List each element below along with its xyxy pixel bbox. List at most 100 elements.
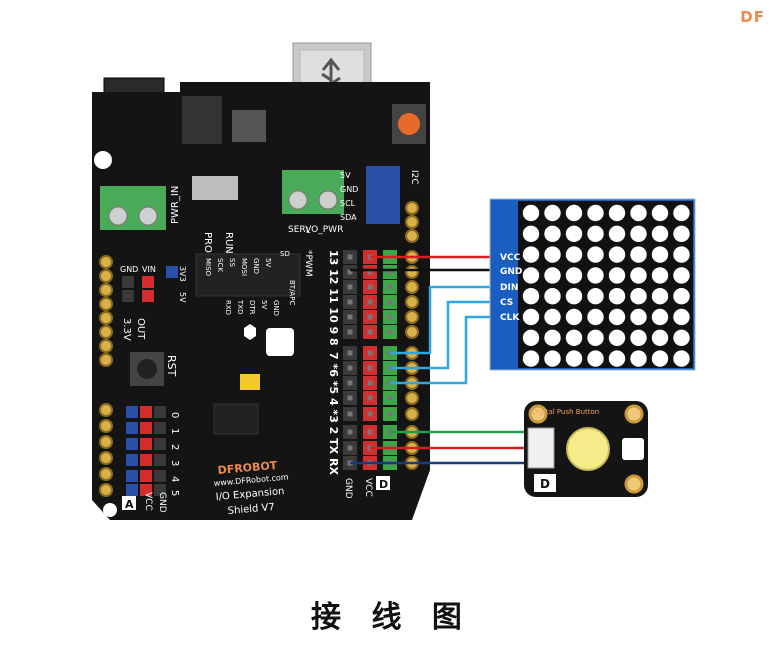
- diagram-caption: 接 线 图: [311, 600, 472, 635]
- spi-label-gnd: GND: [252, 258, 260, 274]
- vcc-pin: [140, 470, 152, 482]
- pin-hole: [367, 395, 373, 401]
- spi-label-miso: MISO: [204, 258, 212, 277]
- spi-header: [195, 253, 301, 297]
- matrix-led: [630, 350, 647, 367]
- analog-label-2: 2: [169, 444, 180, 450]
- matrix-led: [522, 329, 540, 346]
- pin-hole: [347, 365, 353, 371]
- a-label: A: [125, 498, 134, 511]
- matrix-led: [587, 288, 604, 305]
- matrix-led: [565, 204, 583, 222]
- matrix-led: [544, 267, 561, 284]
- edge-pad: [99, 283, 113, 297]
- led-matrix-module: VCC GND DIN CS CLK: [489, 198, 696, 371]
- df-logo-icon: [266, 328, 294, 356]
- edge-pad: [405, 201, 419, 215]
- matrix-led: [522, 204, 540, 222]
- matrix-led: [522, 267, 540, 284]
- terminal-screw: [108, 206, 128, 226]
- d-label: D: [379, 478, 388, 491]
- power-pin: [122, 290, 134, 302]
- matrix-led: [673, 350, 690, 367]
- matrix-led: [651, 225, 669, 242]
- matrix-led: [651, 204, 669, 222]
- edge-pad: [99, 311, 113, 325]
- gnd-pin: [154, 470, 166, 482]
- analog-index-labels: 0 1 2 3 4 5: [169, 412, 180, 496]
- analog-label-0: 0: [169, 412, 180, 418]
- edge-pad: [405, 325, 419, 339]
- matrix-led: [565, 308, 583, 326]
- mount-hole: [94, 151, 112, 169]
- spi-label-mosi: MOSI: [240, 258, 248, 276]
- analog-pin: [126, 470, 138, 482]
- servo-pwr-label: SERVO_PWR: [288, 225, 343, 235]
- spi-label-sck: SCK: [216, 258, 224, 272]
- wire-clk: [390, 315, 495, 385]
- matrix-led: [630, 204, 647, 222]
- regulator-small: [232, 110, 266, 142]
- usb-icon: [321, 57, 341, 88]
- pwm-label: *PWM: [303, 250, 313, 277]
- matrix-led: [630, 329, 647, 346]
- prog-run-switch: [192, 176, 238, 200]
- matrix-led: [565, 350, 583, 367]
- matrix-led: [587, 204, 604, 222]
- matrix-led: [587, 246, 604, 263]
- matrix-led: [587, 308, 604, 326]
- gnd-pin: [154, 454, 166, 466]
- matrix-led: [565, 246, 583, 263]
- edge-pad: [405, 280, 419, 294]
- digital-headers: [343, 201, 419, 470]
- spi-label-5v: 5V: [264, 258, 272, 267]
- i2c-pin-gnd: GND: [340, 185, 358, 194]
- pin-hole: [367, 299, 373, 305]
- pin-hole: [347, 429, 353, 435]
- pin-hole: [367, 350, 373, 356]
- power-pin: [122, 276, 134, 288]
- pin-hole: [367, 314, 373, 320]
- edge-pad: [405, 391, 419, 405]
- matrix-pin-clk: CLK: [500, 313, 520, 323]
- push-button-module: Digital Push Button D: [524, 401, 648, 497]
- pin-hole: [387, 284, 393, 290]
- gnd-pin-label: GND: [120, 265, 138, 274]
- mount-hole: [624, 404, 644, 424]
- bt-5v: 5V: [260, 300, 268, 309]
- d-label-box: [376, 476, 390, 490]
- edge-pad: [99, 297, 113, 311]
- gnd-pin: [154, 406, 166, 418]
- matrix-led: [608, 329, 626, 346]
- pin-hole: [387, 299, 393, 305]
- analog-pin: [126, 484, 138, 496]
- out-33-label: 3.3V: [121, 318, 132, 341]
- matrix-led: [630, 308, 647, 326]
- vin-pin-label: VIN: [142, 265, 156, 274]
- d-label-box: [534, 474, 556, 492]
- v33-label: 3V3: [178, 266, 187, 282]
- digital-vcc-label: VCC: [363, 478, 373, 497]
- matrix-led: [522, 308, 540, 326]
- matrix-dots: [522, 204, 690, 367]
- edge-pad: [99, 419, 113, 433]
- digital-top-label: 13 12 11 10 9 8: [327, 250, 340, 346]
- pin-hole: [367, 380, 373, 386]
- pin-hole: [347, 269, 353, 275]
- edge-pad: [405, 407, 419, 421]
- vcc-pin: [140, 422, 152, 434]
- brand-logo: DF: [740, 8, 765, 26]
- pin-hole: [367, 411, 373, 417]
- mount-hole: [103, 503, 117, 517]
- matrix-pin-gnd: GND: [500, 267, 522, 277]
- i2c-label: I2C: [409, 170, 419, 185]
- matrix-led: [673, 246, 690, 263]
- pin-hole: [367, 365, 373, 371]
- pwr-in-label: PWR_IN: [170, 186, 181, 224]
- pin-hole: [387, 395, 393, 401]
- matrix-led: [544, 350, 561, 367]
- wire-cs: [390, 300, 495, 370]
- edge-pad: [405, 295, 419, 309]
- matrix-led: [522, 288, 540, 305]
